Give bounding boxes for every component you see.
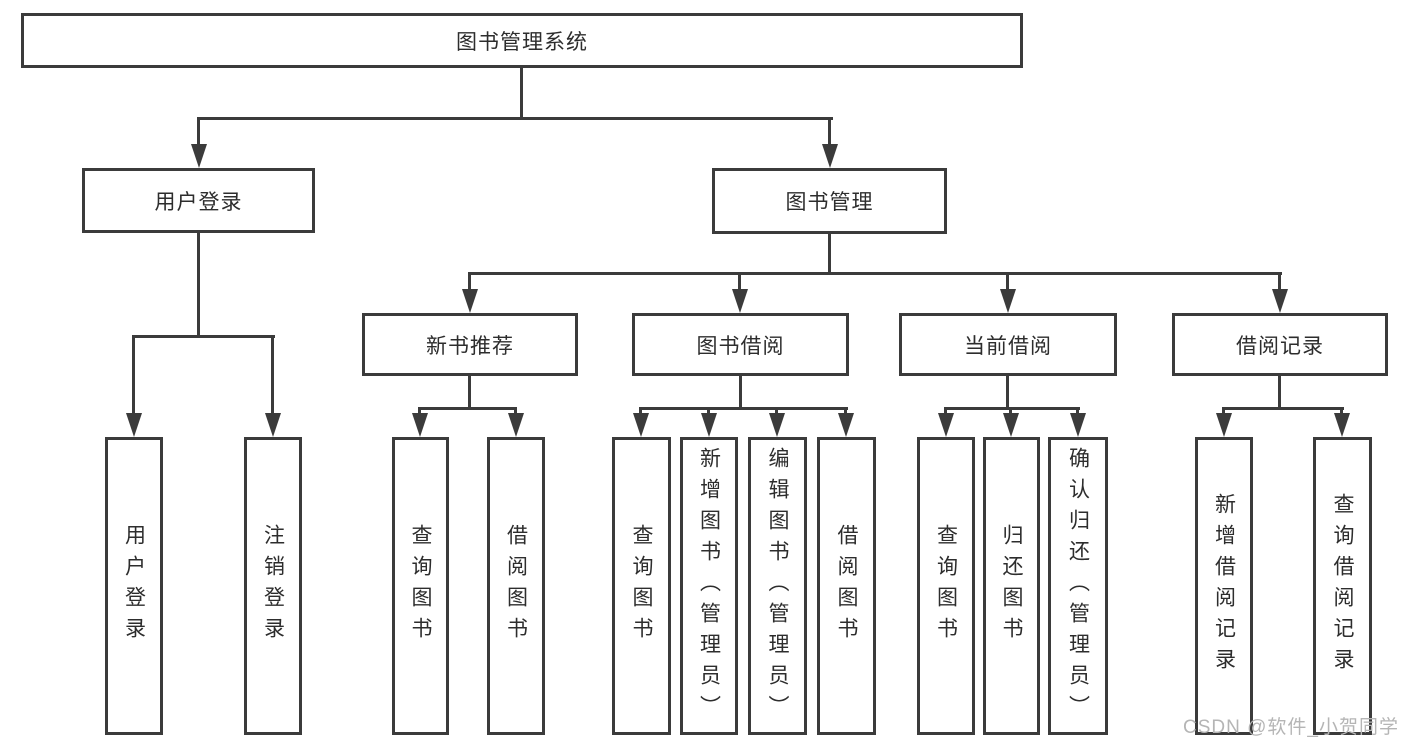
node-user-login: 用户登录 [82,168,315,233]
arrow-down-icon [838,413,854,437]
connector-line [520,68,523,117]
connector-line [639,407,848,410]
connector-line [1278,376,1281,407]
csdn-watermark: CSDN @软件_小贺同学 [1183,717,1399,738]
connector-line [418,407,421,417]
node-leaf-query-books-1: 查询图书 [392,437,449,735]
node-leaf-borrow-books-2: 借阅图书 [817,437,876,735]
connector-line [1076,407,1079,417]
node-label: 用户登录 [122,524,146,648]
connector-line [271,335,274,415]
connector-line [197,117,833,120]
connector-line [514,407,517,417]
node-label: 归还图书 [1000,524,1023,648]
connector-line [639,407,642,417]
connector-line [1278,272,1281,292]
arrow-down-icon [732,289,748,313]
arrow-down-icon [412,413,428,437]
connector-line [132,335,135,415]
arrow-down-icon [191,144,207,168]
arrow-down-icon [1000,289,1016,313]
connector-line [1006,272,1009,292]
node-leaf-query-books-3: 查询图书 [917,437,975,735]
node-label: 编辑图书（管理员） [766,446,789,726]
connector-line [468,272,1282,275]
arrow-down-icon [1216,413,1232,437]
arrow-down-icon [1070,413,1086,437]
connector-line [707,407,710,417]
arrow-down-icon [126,413,142,437]
node-leaf-confirm-return-admin: 确认归还（管理员） [1048,437,1108,735]
node-leaf-edit-books-admin: 编辑图书（管理员） [748,437,807,735]
node-leaf-borrow-books-1: 借阅图书 [487,437,545,735]
node-leaf-add-books-admin: 新增图书（管理员） [680,437,738,735]
connector-line [944,407,1080,410]
arrow-down-icon [1003,413,1019,437]
arrow-down-icon [1334,413,1350,437]
arrow-down-icon [769,413,785,437]
connector-line [844,407,847,417]
node-leaf-logout: 注销登录 [244,437,302,735]
node-label: 用户登录 [154,190,243,214]
node-book-management: 图书管理 [712,168,947,234]
node-label: 新增借阅记录 [1212,493,1236,679]
connector-line [418,407,517,410]
arrow-down-icon [508,413,524,437]
node-current-borrow: 当前借阅 [899,313,1117,376]
node-library-system: 图书管理系统 [21,13,1023,68]
connector-line [197,232,200,335]
node-borrow-record: 借阅记录 [1172,313,1388,376]
node-label: 图书管理系统 [456,30,588,54]
node-book-borrow: 图书借阅 [632,313,849,376]
node-label: 图书借阅 [696,334,785,358]
node-label: 注销登录 [261,524,285,648]
arrow-down-icon [462,289,478,313]
connector-line [1006,376,1009,407]
arrow-down-icon [938,413,954,437]
connector-line [1009,407,1012,417]
connector-line [739,376,742,407]
node-leaf-add-borrow-record: 新增借阅记录 [1195,437,1253,735]
connector-line [828,234,831,272]
connector-line [775,407,778,417]
node-label: 查询图书 [630,524,653,648]
connector-line [944,407,947,417]
node-label: 查询借阅记录 [1331,493,1354,679]
arrow-down-icon [822,144,838,168]
connector-line [1222,407,1344,410]
connector-line [1340,407,1343,417]
connector-line [197,117,200,145]
arrow-down-icon [701,413,717,437]
connector-line [1222,407,1225,417]
connector-line [468,376,471,407]
connector-line [468,272,471,292]
node-label: 图书管理 [785,191,874,214]
arrow-down-icon [265,413,281,437]
node-leaf-query-books-2: 查询图书 [612,437,671,735]
node-label: 借阅图书 [504,524,528,648]
node-label: 查询图书 [409,524,432,648]
arrow-down-icon [1272,289,1288,313]
node-label: 确认归还（管理员） [1066,446,1090,726]
connector-line [738,272,741,292]
node-leaf-user-login: 用户登录 [105,437,163,735]
connector-line [132,335,275,338]
arrow-down-icon [633,413,649,437]
node-label: 新书推荐 [426,334,514,358]
node-new-book-recommend: 新书推荐 [362,313,578,376]
node-label: 当前借阅 [964,334,1052,358]
node-label: 新增图书（管理员） [697,446,721,726]
node-label: 查询图书 [934,524,958,648]
node-leaf-return-books: 归还图书 [983,437,1040,735]
connector-line [828,117,831,145]
node-label: 借阅图书 [835,524,858,648]
node-leaf-query-borrow-record: 查询借阅记录 [1313,437,1372,735]
node-label: 借阅记录 [1236,334,1324,358]
